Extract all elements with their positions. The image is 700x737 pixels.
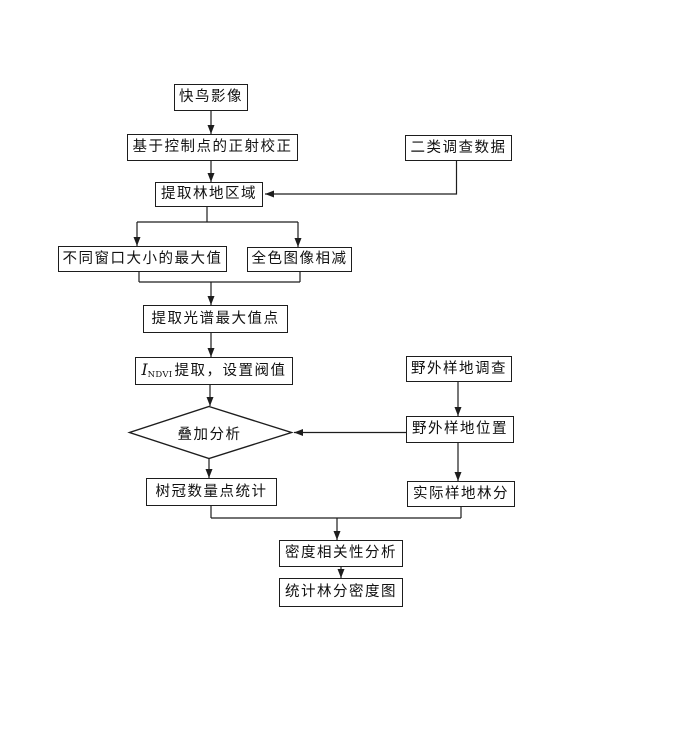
node-window-size-max: 不同窗口大小的最大值 [58,246,227,272]
ndvi-label-text: 提取，设置阀值 [174,362,287,379]
node-extract-spectral-max: 提取光谱最大值点 [143,305,288,333]
node-pan-image-subtract: 全色图像相减 [247,247,352,272]
edge-lines [133,111,462,578]
ndvi-symbol: I [141,361,148,380]
node-extract-forest-area: 提取林地区域 [155,182,263,207]
node-class2-survey-data: 二类调查数据 [405,135,512,161]
node-actual-plot-stand: 实际样地林分 [407,481,515,507]
node-stand-density-map: 统计林分密度图 [279,578,403,607]
node-crown-count-stats: 树冠数量点统计 [146,478,277,506]
node-field-plot-location: 野外样地位置 [406,416,514,443]
node-ortho-correction: 基于控制点的正射校正 [127,134,298,161]
node-field-plot-survey: 野外样地调查 [406,356,512,382]
node-density-correlation: 密度相关性分析 [279,540,403,567]
node-overlay-analysis: 叠加分析 [177,426,242,443]
ndvi-subscript: NDVI [147,369,173,380]
overlay-analysis-diamond [127,405,294,460]
node-quickbird-image: 快鸟影像 [174,84,248,111]
